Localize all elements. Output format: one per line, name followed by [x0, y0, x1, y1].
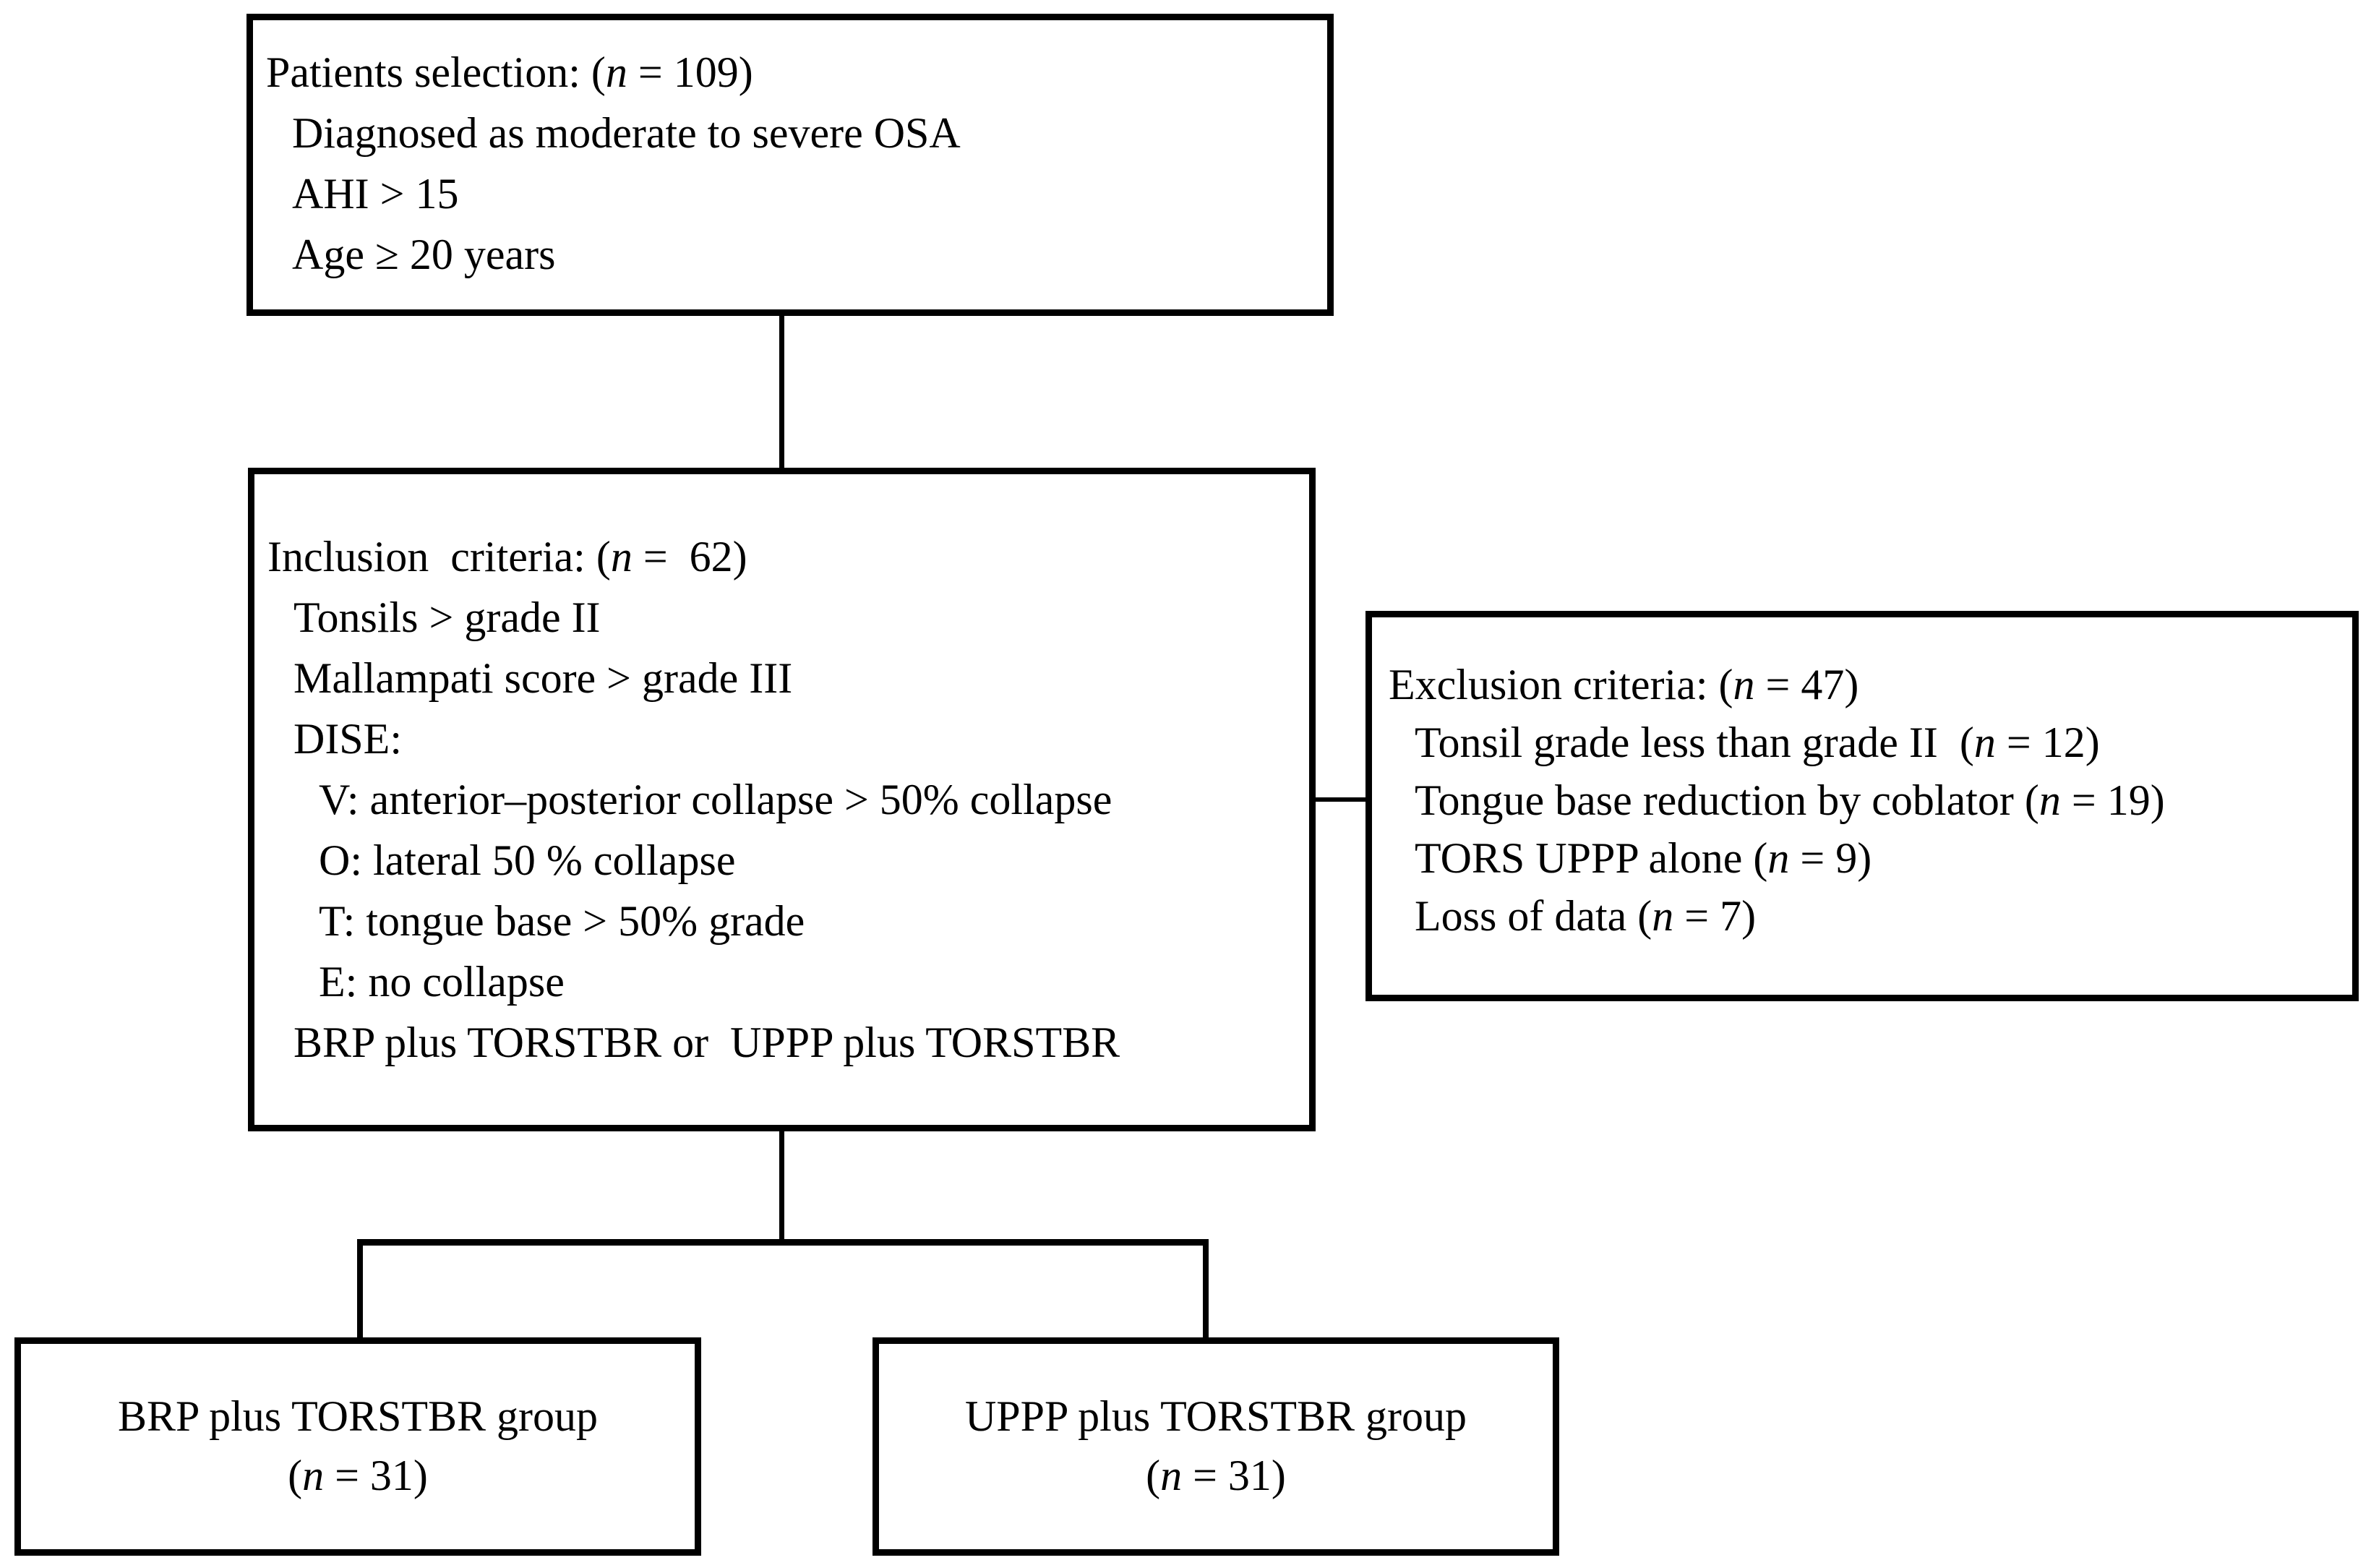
- patients-criterion: Age ≥ 20 years: [292, 231, 556, 278]
- patients-criterion: Diagnosed as moderate to severe OSA: [292, 109, 961, 157]
- dise-item: V: anterior–posterior collapse > 50% col…: [319, 776, 1112, 823]
- connector-split-to-uppp-group: [1203, 1239, 1209, 1342]
- connector-split-horizontal: [357, 1239, 1209, 1246]
- dise-item: E: no collapse: [319, 958, 565, 1006]
- uppp-group-box: UPPP plus TORSTBR group (n = 31): [872, 1337, 1559, 1556]
- exclusion-criterion: Tonsil grade less than grade II (n = 12): [1415, 719, 2100, 766]
- exclusion-criterion: TORS UPPP alone (n = 9): [1415, 834, 1872, 882]
- inclusion-criterion: Mallampati score > grade III: [293, 654, 793, 702]
- uppp-group-count: (n = 31): [1146, 1452, 1286, 1499]
- connector-inclusion-to-exclusion: [1311, 797, 1369, 802]
- patients-criterion: AHI > 15: [292, 170, 459, 218]
- uppp-group-label: UPPP plus TORSTBR group: [964, 1392, 1467, 1440]
- brp-group-count: (n = 31): [288, 1452, 428, 1499]
- connector-patients-to-inclusion: [779, 316, 784, 471]
- patients-header: Patients selection: (n = 109): [266, 48, 753, 96]
- exclusion-criteria-box: Exclusion criteria: (n = 47) Tonsil grad…: [1365, 611, 2359, 1001]
- brp-group-label: BRP plus TORSTBR group: [117, 1392, 599, 1440]
- inclusion-criterion: DISE:: [293, 715, 402, 763]
- inclusion-header: Inclusion criteria: (n = 62): [267, 533, 747, 580]
- exclusion-criterion: Tongue base reduction by coblator (n = 1…: [1415, 776, 2165, 824]
- inclusion-criterion: BRP plus TORSTBR or UPPP plus TORSTBR: [293, 1019, 1120, 1066]
- inclusion-criterion: Tonsils > grade II: [293, 594, 601, 641]
- exclusion-header: Exclusion criteria: (n = 47): [1389, 661, 1859, 708]
- inclusion-criteria-box: Inclusion criteria: (n = 62) Tonsils > g…: [248, 468, 1316, 1131]
- brp-group-box: BRP plus TORSTBR group (n = 31): [14, 1337, 701, 1556]
- dise-item: T: tongue base > 50% grade: [319, 897, 805, 945]
- exclusion-criterion: Loss of data (n = 7): [1415, 892, 1757, 940]
- connector-inclusion-to-split: [779, 1128, 784, 1244]
- dise-item: O: lateral 50 % collapse: [319, 836, 736, 884]
- patients-selection-box: Patients selection: (n = 109) Diagnosed …: [246, 14, 1334, 316]
- connector-split-to-brp-group: [357, 1239, 363, 1342]
